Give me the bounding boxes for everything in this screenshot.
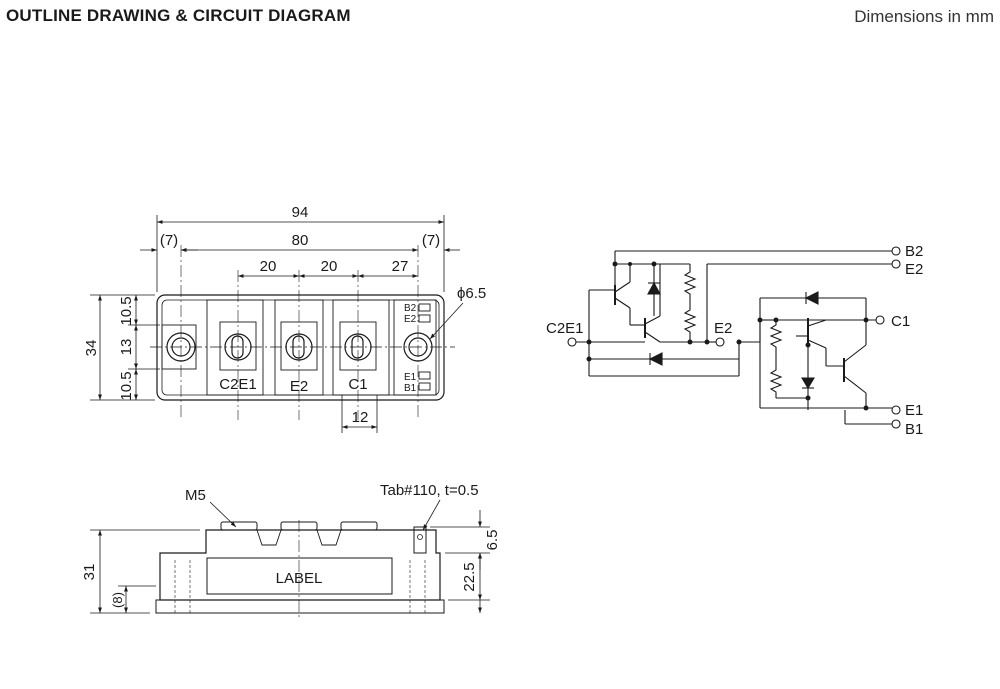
page-title: OUTLINE DRAWING & CIRCUIT DIAGRAM (6, 6, 351, 25)
dim-22-5: 22.5 (461, 562, 478, 591)
pin-e2: E2 (404, 314, 417, 325)
circuit-c1: C1 (891, 313, 910, 330)
hole-diameter: ϕ6.5 (457, 285, 486, 302)
label-area (206, 557, 393, 595)
circuit-b2: B2 (905, 243, 923, 260)
dim-20b: 20 (321, 258, 338, 275)
dim-10-5-bot: 10.5 (118, 371, 135, 400)
circuit-c2e1: C2E1 (546, 320, 584, 337)
terminal-c1: C1 (348, 376, 367, 393)
circuit-diagram (567, 246, 901, 429)
label-text: LABEL (276, 570, 323, 587)
dim-80: 80 (292, 232, 309, 249)
dim-27: 27 (392, 258, 409, 275)
side-view (155, 520, 445, 620)
circuit-e2-top: E2 (905, 261, 923, 278)
dim-34: 34 (83, 340, 100, 357)
side-dimensions (90, 499, 490, 614)
dim-10-5-top: 10.5 (118, 296, 135, 325)
pin-b1: B1 (404, 383, 417, 394)
dim-31: 31 (81, 564, 98, 581)
terminal-c2e1: C2E1 (219, 376, 257, 393)
dim-13: 13 (118, 339, 135, 356)
dim-8: (8) (110, 592, 125, 608)
side-dim-text: 31 (8) 6.5 22.5 M5 Tab#110, t=0.5 LABEL (81, 482, 501, 608)
terminal-e2: E2 (290, 378, 308, 395)
circuit-e2-mid: E2 (714, 320, 732, 337)
pin-e1: E1 (404, 372, 417, 383)
top-dimensions (90, 215, 464, 433)
dim-7-left: (7) (160, 232, 178, 249)
units-note: Dimensions in mm (854, 7, 994, 26)
dim-7-right: (7) (422, 232, 440, 249)
module-outline (156, 294, 445, 401)
circuit-e1: E1 (905, 402, 923, 419)
circuit-b1: B1 (905, 421, 923, 438)
dim-12: 12 (352, 409, 369, 426)
dim-6-5: 6.5 (484, 530, 501, 551)
tab-callout: Tab#110, t=0.5 (380, 482, 479, 499)
dim-20a: 20 (260, 258, 277, 275)
circuit-labels: B2 E2 C2E1 E2 C1 E1 B1 (546, 243, 923, 438)
top-dim-text: 94 80 (7) (7) 20 20 27 34 10.5 13 10.5 1… (83, 204, 486, 426)
dim-94: 94 (292, 204, 309, 221)
m5-callout: M5 (185, 487, 206, 504)
top-view (150, 245, 455, 420)
pin-b2: B2 (404, 303, 417, 314)
